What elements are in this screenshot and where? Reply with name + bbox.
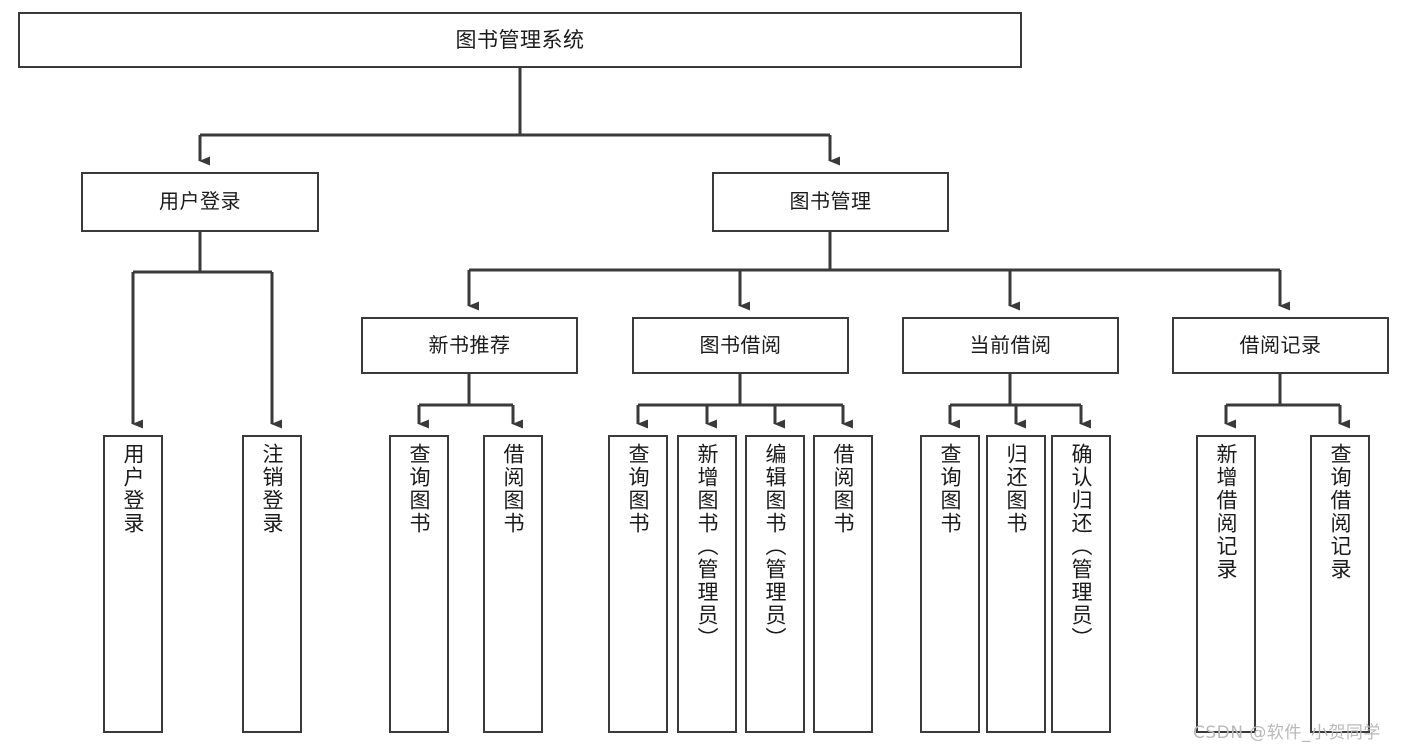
node-leaf-add-book-label: 新增图书（管理员） bbox=[695, 443, 720, 650]
node-leaf-add-record-label: 新增借阅记录 bbox=[1214, 443, 1239, 581]
node-leaf-edit-book-label: 编辑图书（管理员） bbox=[763, 443, 788, 650]
csdn-watermark: CSDN @软件_小贺同学 bbox=[1193, 723, 1381, 743]
node-book-borrow-label: 图书借阅 bbox=[699, 332, 782, 357]
node-leaf-query-book-3-label: 查询图书 bbox=[938, 443, 963, 535]
node-leaf-add-record[interactable]: 新增借阅记录 bbox=[1196, 435, 1256, 733]
node-leaf-user-login[interactable]: 用户登录 bbox=[103, 435, 163, 733]
node-book-borrow[interactable]: 图书借阅 bbox=[632, 317, 849, 374]
node-leaf-borrow-book-2-label: 借阅图书 bbox=[831, 443, 856, 535]
node-borrow-record-label: 借阅记录 bbox=[1239, 332, 1322, 357]
node-root[interactable]: 图书管理系统 bbox=[18, 12, 1022, 68]
node-leaf-confirm-return[interactable]: 确认归还（管理员） bbox=[1051, 435, 1111, 733]
node-new-book-recommend-label: 新书推荐 bbox=[428, 332, 511, 357]
node-leaf-confirm-return-label: 确认归还（管理员） bbox=[1069, 443, 1094, 650]
node-leaf-query-book-3[interactable]: 查询图书 bbox=[920, 435, 980, 733]
node-leaf-query-book-1[interactable]: 查询图书 bbox=[389, 435, 449, 733]
node-root-label: 图书管理系统 bbox=[455, 27, 585, 52]
node-leaf-query-book-1-label: 查询图书 bbox=[407, 443, 432, 535]
node-leaf-logout[interactable]: 注销登录 bbox=[242, 435, 302, 733]
node-current-borrow[interactable]: 当前借阅 bbox=[902, 317, 1119, 374]
node-leaf-logout-label: 注销登录 bbox=[260, 443, 285, 535]
node-leaf-return-book-label: 归还图书 bbox=[1004, 443, 1029, 535]
node-leaf-add-book[interactable]: 新增图书（管理员） bbox=[677, 435, 737, 733]
node-leaf-query-book-2-label: 查询图书 bbox=[626, 443, 651, 535]
node-leaf-return-book[interactable]: 归还图书 bbox=[986, 435, 1046, 733]
node-book-manage-label: 图书管理 bbox=[789, 189, 872, 214]
node-user-login-label: 用户登录 bbox=[159, 189, 241, 214]
node-leaf-edit-book[interactable]: 编辑图书（管理员） bbox=[745, 435, 805, 733]
node-new-book-recommend[interactable]: 新书推荐 bbox=[361, 317, 578, 374]
node-borrow-record[interactable]: 借阅记录 bbox=[1172, 317, 1389, 374]
node-leaf-borrow-book-1-label: 借阅图书 bbox=[501, 443, 526, 535]
node-book-manage[interactable]: 图书管理 bbox=[712, 172, 949, 232]
node-leaf-query-book-2[interactable]: 查询图书 bbox=[608, 435, 668, 733]
node-leaf-query-record-label: 查询借阅记录 bbox=[1328, 443, 1353, 581]
node-leaf-borrow-book-2[interactable]: 借阅图书 bbox=[813, 435, 873, 733]
node-current-borrow-label: 当前借阅 bbox=[969, 332, 1052, 357]
node-user-login[interactable]: 用户登录 bbox=[81, 172, 319, 232]
node-leaf-user-login-label: 用户登录 bbox=[121, 443, 146, 535]
node-leaf-borrow-book-1[interactable]: 借阅图书 bbox=[483, 435, 543, 733]
node-leaf-query-record[interactable]: 查询借阅记录 bbox=[1310, 435, 1370, 733]
